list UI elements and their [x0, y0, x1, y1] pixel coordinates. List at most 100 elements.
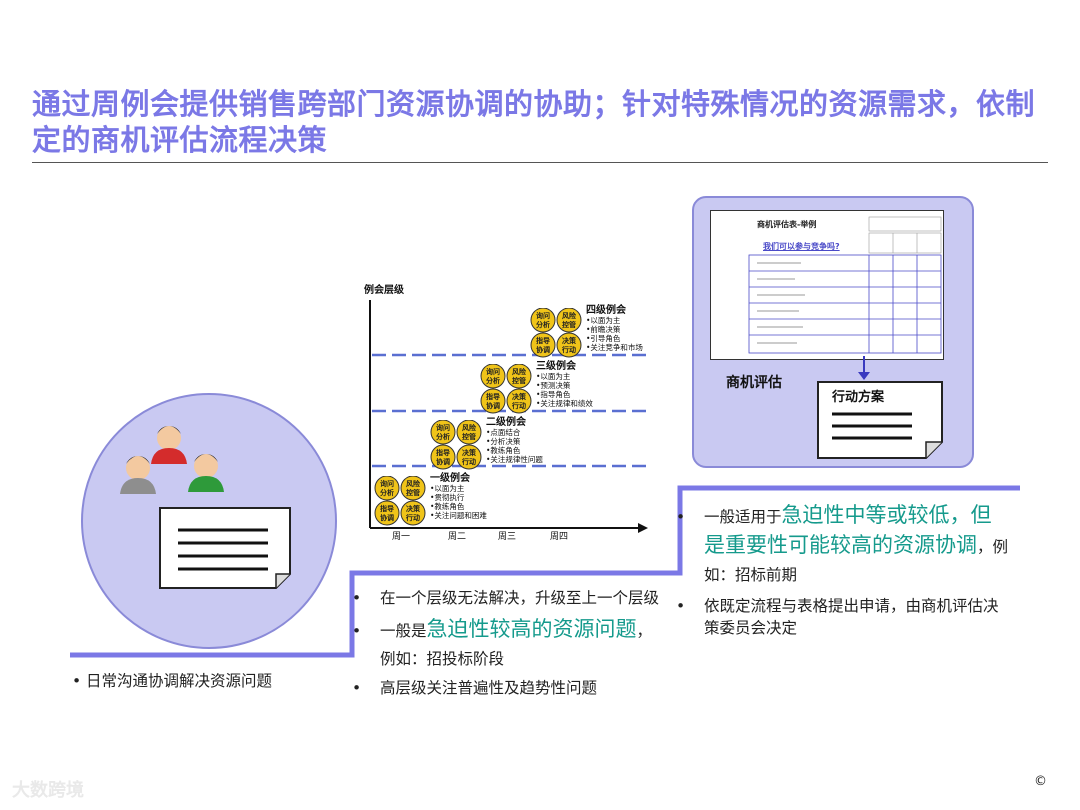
- level-cell-label: 行动: [461, 457, 476, 466]
- level-cell-circle: [374, 475, 400, 501]
- level-item: •指导角色: [536, 390, 571, 399]
- level-item: •贯彻执行: [430, 493, 465, 502]
- evaluation-form-grid: [748, 216, 942, 354]
- level-cell-label: 协调: [380, 513, 394, 522]
- level-cell-circle: [506, 363, 532, 389]
- level-cell-label: 控管: [462, 432, 476, 441]
- level-name: 三级例会: [536, 361, 576, 372]
- level-cell-label: 控管: [562, 320, 576, 329]
- watermark: 大数跨境: [12, 780, 84, 801]
- level-cell-label: 行动: [511, 401, 526, 410]
- level-cell-label: 指导: [536, 336, 550, 345]
- page-title: 通过周例会提供销售跨部门资源协调的协助；针对特殊情况的资源需求，依制定的商机评估…: [32, 87, 1036, 157]
- level-cell-label: 询问: [486, 367, 500, 376]
- meeting-levels-chart: 例会层级 周一 周二 周三 周四 询问分析风险控管指导协调决策行动一级例会•以面…: [356, 282, 656, 542]
- level-description: 二级例会•点面结合•分析决策•教练角色•关注规律性问题: [486, 417, 596, 465]
- step1-bullet-1: •日常沟通协调解决资源问题: [72, 672, 273, 690]
- level-cell-label: 询问: [536, 311, 550, 320]
- level-cell-label: 分析: [486, 376, 500, 385]
- bullet-symbol: •: [676, 508, 686, 526]
- level-cell-label: 指导: [486, 392, 500, 401]
- highlight-text: 急迫性中等或较低，但是重要性可能较高的资源协调: [704, 503, 992, 557]
- level-item: •以面为主: [586, 316, 621, 325]
- level-cell-circle: [374, 500, 400, 526]
- level-cell-label: 询问: [436, 423, 450, 432]
- meeting-level-3: 询问分析风险控管指导协调决策行动三级例会•以面为主•预测决策•指导角色•关注规律…: [480, 362, 593, 418]
- level-cell-label: 询问: [380, 479, 394, 488]
- level-item: •分析决策: [486, 437, 521, 446]
- document-icon: [159, 507, 291, 589]
- evaluation-caption: 商机评估: [726, 375, 782, 391]
- level-cell-label: 协调: [436, 457, 450, 466]
- level-cell-circle: [480, 363, 506, 389]
- bullet-symbol: •: [352, 622, 362, 640]
- bullet-symbol: •: [352, 589, 362, 607]
- level-item: •预测决策: [536, 381, 571, 390]
- person-icon-gray: [120, 456, 156, 494]
- level-cell-circle: [556, 332, 582, 358]
- week-label-2: 周二: [448, 532, 467, 542]
- level-cell-label: 协调: [536, 345, 550, 354]
- evaluation-panel: 商机评估表-举例 我们可以参与竞争吗?: [692, 196, 974, 468]
- down-arrow-icon: [858, 356, 870, 380]
- level-cell-circle: [530, 332, 556, 358]
- level-cell-circle: [556, 307, 582, 333]
- level-cell-label: 控管: [512, 376, 526, 385]
- level-item: •以面为主: [536, 372, 571, 381]
- meeting-level-2: 询问分析风险控管指导协调决策行动二级例会•点面结合•分析决策•教练角色•关注规律…: [430, 418, 543, 474]
- level-item: •以面为主: [430, 484, 465, 493]
- level-cell-label: 分析: [436, 432, 450, 441]
- highlight-text: 急迫性较高的资源问题: [426, 617, 637, 641]
- level-name: 二级例会: [486, 417, 526, 428]
- step2-bullet-1: •在一个层级无法解决，升级至上一个层级: [352, 589, 660, 607]
- level-item: •关注规律和绩效: [536, 399, 593, 408]
- level-cell-label: 决策: [406, 504, 421, 513]
- level-cell-label: 决策: [462, 448, 477, 457]
- level-cell-label: 指导: [380, 504, 394, 513]
- level-name: 四级例会: [586, 305, 626, 316]
- level-name: 一级例会: [430, 473, 470, 484]
- meeting-level-4: 询问分析风险控管指导协调决策行动四级例会•以面为主•前瞻决策•引导角色•关注竞争…: [530, 306, 643, 362]
- step2-bullet-3: •高层级关注普遍性及趋势性问题: [352, 679, 598, 697]
- action-plan-label: 行动方案: [832, 390, 885, 405]
- level-item: •教练角色: [430, 502, 465, 511]
- level-cell-label: 分析: [380, 488, 394, 497]
- step2-bullet-2: •一般是急迫性较高的资源问题，例如：招投标阶段: [352, 617, 653, 668]
- level-cell-label: 风险: [512, 367, 527, 376]
- evaluation-form-question: 我们可以参与竞争吗?: [763, 242, 840, 251]
- level-item: •关注问题和困难: [430, 511, 487, 520]
- level-cell-circle: [400, 500, 426, 526]
- week-label-1: 周一: [392, 532, 411, 542]
- chart-axes: [369, 300, 648, 533]
- level-description: 一级例会•以面为主•贯彻执行•教练角色•关注问题和困难: [430, 473, 540, 521]
- title-divider: [32, 162, 1048, 163]
- level-cell-circle: [400, 475, 426, 501]
- level-cell-circle: [456, 419, 482, 445]
- level-cell-circle: [430, 444, 456, 470]
- level-description: 三级例会•以面为主•预测决策•指导角色•关注规律和绩效: [536, 361, 646, 409]
- evaluation-form-title: 商机评估表-举例: [757, 220, 817, 229]
- meeting-level-1: 询问分析风险控管指导协调决策行动一级例会•以面为主•贯彻执行•教练角色•关注问题…: [374, 474, 487, 530]
- bullet-symbol: •: [676, 597, 686, 615]
- step1-bullets: •日常沟通协调解决资源问题: [72, 670, 342, 692]
- level-item: •关注竞争和市场: [586, 343, 643, 352]
- level-cell-label: 风险: [406, 479, 421, 488]
- bullet-symbol: •: [352, 679, 362, 697]
- copyright: ©: [1034, 774, 1047, 789]
- level-cell-label: 控管: [406, 488, 420, 497]
- level-cell-label: 决策: [562, 336, 577, 345]
- level-cell-circle: [530, 307, 556, 333]
- level-cell-label: 风险: [562, 311, 577, 320]
- person-icon-red: [151, 426, 187, 464]
- step3-bullet-2: •依既定流程与表格提出申请，由商机评估决策委员会决定: [676, 597, 999, 637]
- level-description: 四级例会•以面为主•前瞻决策•引导角色•关注竞争和市场: [586, 305, 696, 353]
- level-cell-label: 指导: [436, 448, 450, 457]
- level-cell-circle: [480, 388, 506, 414]
- week-label-3: 周三: [498, 532, 517, 542]
- level-cell-label: 决策: [512, 392, 527, 401]
